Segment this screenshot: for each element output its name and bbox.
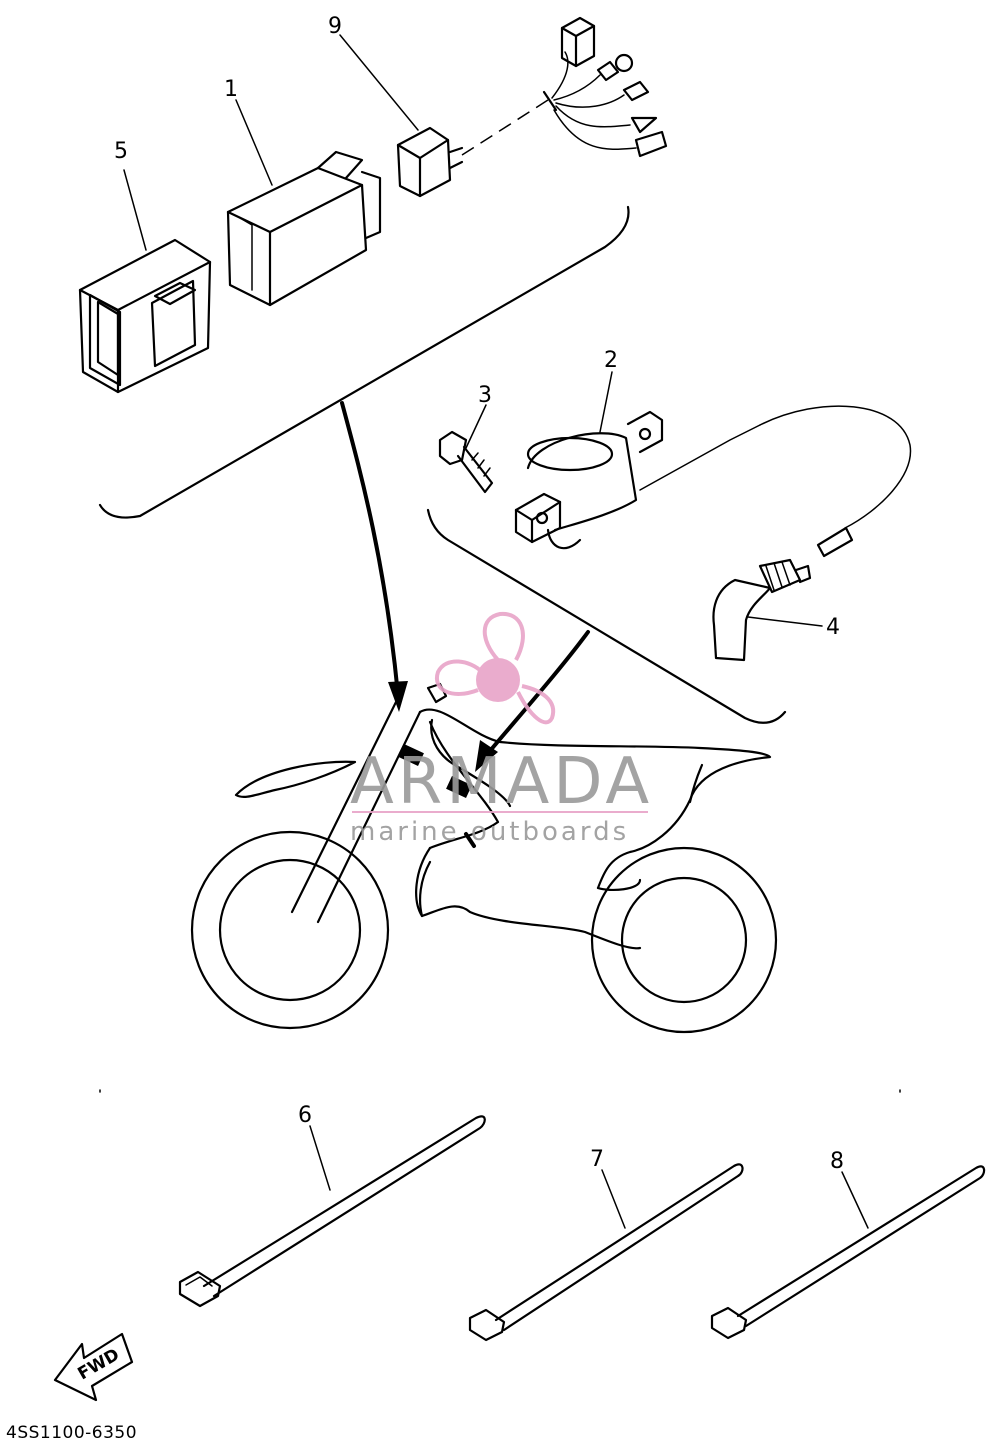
upper-group-arrowhead bbox=[388, 681, 408, 712]
part-1-cdi-unit bbox=[226, 150, 382, 307]
leader-3 bbox=[465, 404, 487, 449]
leader-7 bbox=[601, 1169, 626, 1229]
callout-4: 4 bbox=[826, 615, 840, 640]
callout-6: 6 bbox=[298, 1103, 312, 1128]
watermark-tagline: marine outboards bbox=[350, 817, 629, 847]
leader-6 bbox=[309, 1125, 331, 1191]
upper-group-bracket bbox=[98, 205, 630, 519]
part-8-cable-tie bbox=[710, 1165, 986, 1340]
callout-3: 3 bbox=[478, 383, 492, 408]
lower-group-arrowhead bbox=[475, 740, 498, 772]
part-3-bolt bbox=[438, 430, 494, 494]
callout-8: 8 bbox=[830, 1149, 844, 1174]
part-9-wire-harness bbox=[396, 16, 668, 198]
watermark-brand: ARMADA bbox=[350, 745, 653, 819]
part-4-plug-cap bbox=[712, 558, 812, 662]
callout-5: 5 bbox=[114, 139, 128, 164]
callout-7: 7 bbox=[590, 1147, 604, 1172]
leader-1 bbox=[235, 99, 273, 186]
part-7-cable-tie bbox=[468, 1163, 744, 1342]
callout-1: 1 bbox=[224, 77, 238, 102]
svg-text:FWD: FWD bbox=[75, 1345, 124, 1385]
propeller-logo-icon bbox=[434, 611, 556, 725]
callout-9: 9 bbox=[328, 14, 342, 39]
lower-group-bracket bbox=[426, 508, 787, 724]
leader-2 bbox=[599, 371, 613, 433]
part-2-ignition-coil bbox=[514, 405, 912, 558]
part-5-cover bbox=[78, 238, 212, 394]
callout-2: 2 bbox=[604, 348, 618, 373]
leader-4 bbox=[747, 616, 823, 627]
part-6-cable-tie bbox=[178, 1115, 486, 1308]
leader-9 bbox=[339, 34, 419, 131]
armada-watermark: ARMADA marine outboards bbox=[350, 611, 653, 847]
reference-code: 4SS1100-6350 bbox=[6, 1423, 137, 1443]
leader-5 bbox=[123, 169, 147, 251]
upper-group-location-arrow bbox=[340, 401, 400, 697]
forward-direction-arrow-icon: FWD bbox=[53, 1332, 134, 1402]
leader-8 bbox=[841, 1171, 869, 1229]
motorcycle-outline bbox=[190, 682, 778, 1034]
